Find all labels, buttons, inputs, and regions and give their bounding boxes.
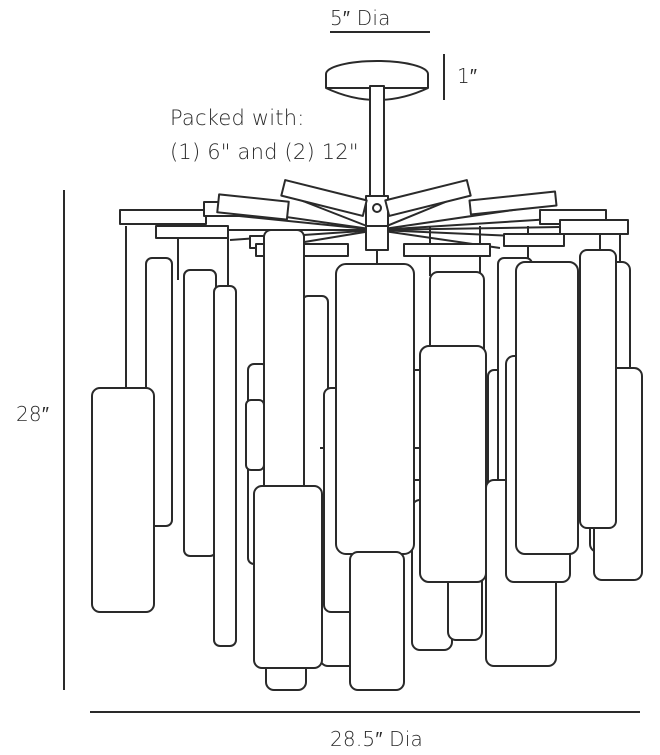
- dimension-lines: [63, 31, 640, 713]
- canopy-diameter-label: 5″ Dia: [330, 6, 391, 30]
- canopy-height-label: 1″: [457, 64, 478, 88]
- overall-width-label: 28.5″ Dia: [330, 727, 423, 751]
- arm-structure: [119, 179, 629, 257]
- front-glass-pieces: [91, 229, 617, 691]
- overall-height-label: 28″: [16, 402, 50, 426]
- packed-with-label: Packed with:: [170, 106, 305, 130]
- packed-with-details-label: (1) 6" and (2) 12": [170, 140, 359, 164]
- stem-bolt: [372, 203, 382, 213]
